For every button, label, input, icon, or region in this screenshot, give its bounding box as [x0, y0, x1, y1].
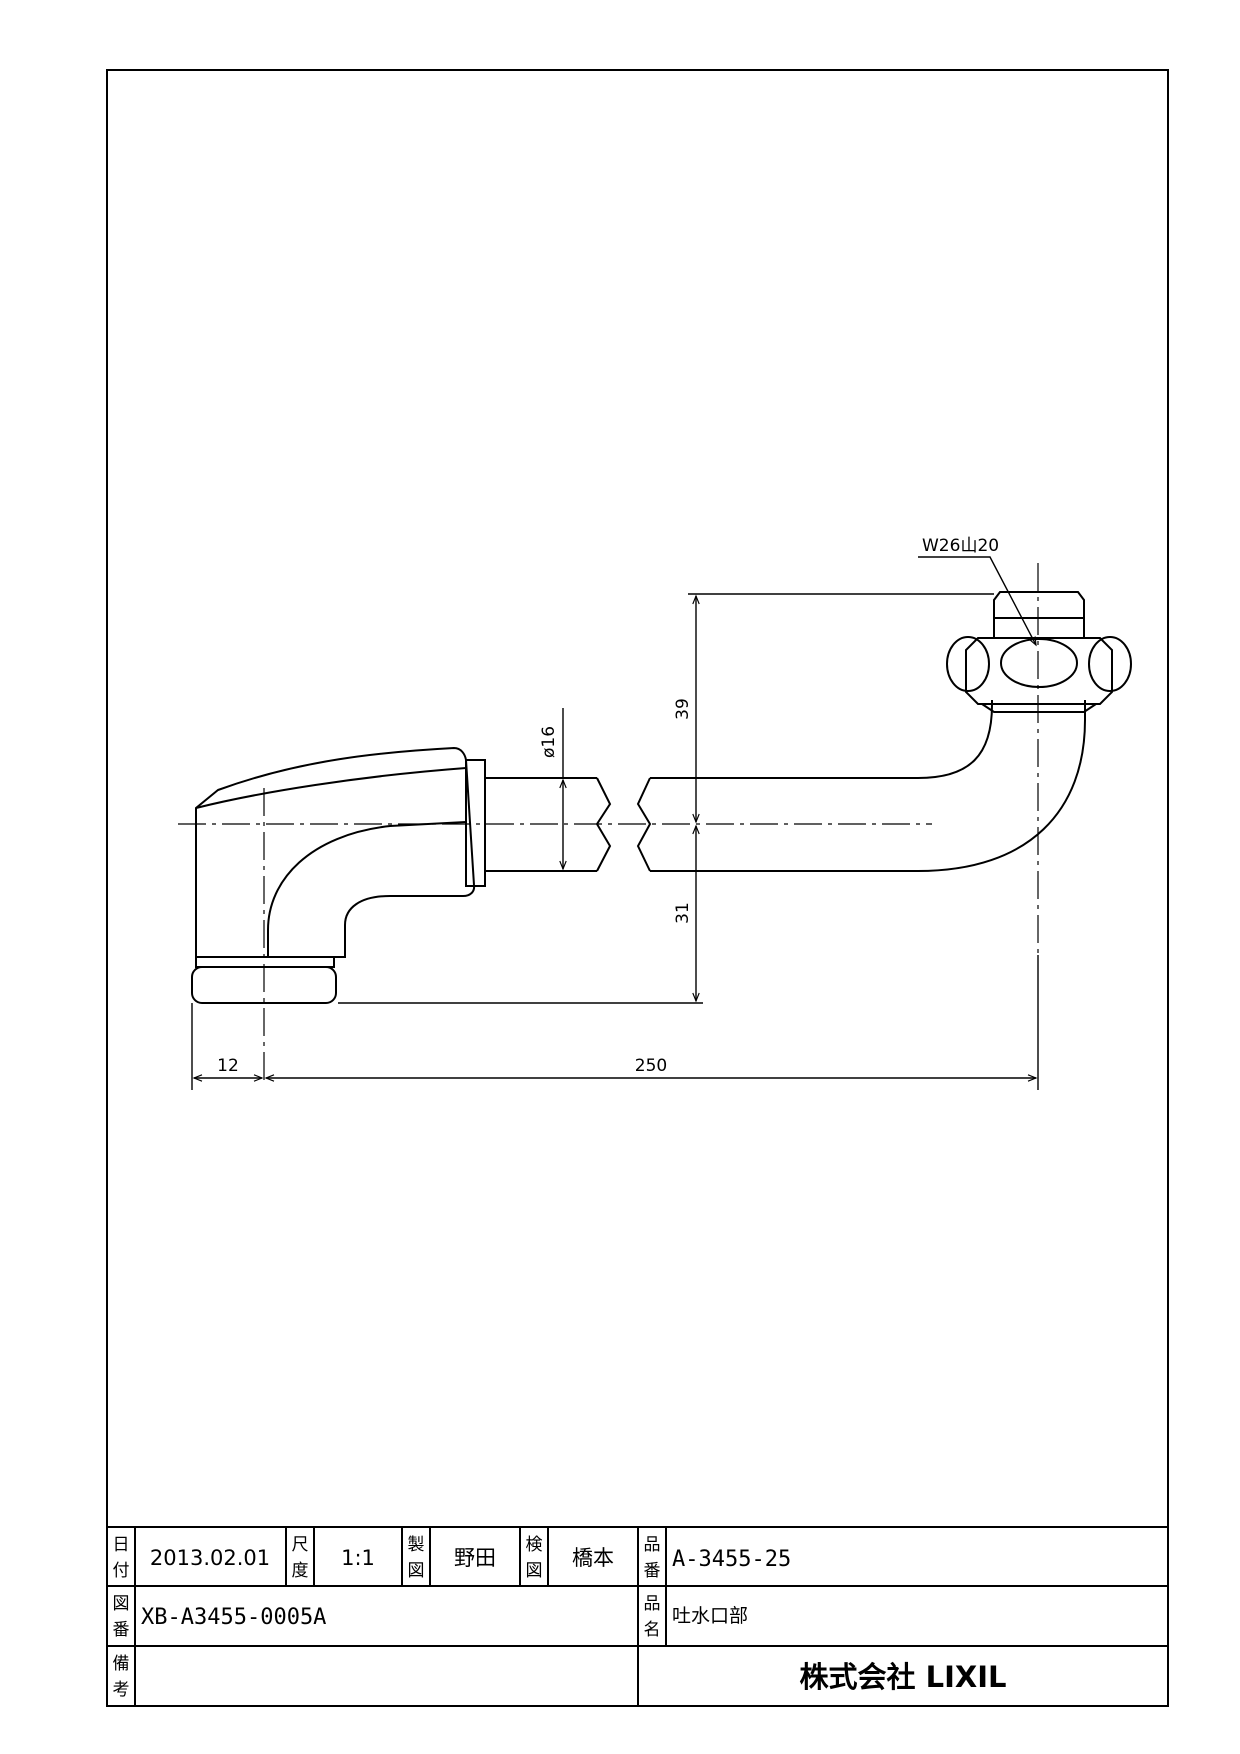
drawing-no-label-2: 番: [113, 1620, 130, 1640]
date-label-1: 日: [113, 1535, 130, 1555]
union-nut-lobe-left: [946, 636, 990, 692]
remarks-label-1: 備: [113, 1654, 130, 1674]
drawing-no-value: XB-A3455-0005A: [141, 1605, 326, 1630]
scale-value: 1:1: [341, 1546, 375, 1570]
scale-label-1: 尺: [292, 1535, 309, 1555]
company-name: 株式会社 LIXIL: [800, 1660, 1007, 1694]
pipe-elbow-outer: [917, 700, 1086, 872]
spout-head-collar: [465, 759, 486, 887]
part-no-label-2: 番: [644, 1561, 661, 1581]
title-block: [107, 1526, 1168, 1706]
dimension-lines: [191, 556, 1039, 1090]
thread-callout-label: W26山20: [922, 536, 999, 556]
thread-boss: [993, 591, 1085, 638]
part-no-label-1: 品: [644, 1535, 661, 1555]
sheet-border: [106, 69, 1169, 1707]
union-nut-lobe-right: [1088, 636, 1132, 692]
drawn-label-2: 図: [408, 1561, 425, 1581]
scale-label-2: 度: [292, 1561, 309, 1581]
centre-lines: [178, 563, 1039, 1085]
drawn-by-value: 野田: [454, 1546, 496, 1570]
aerator-ring: [195, 956, 335, 968]
lower-height-label: 31: [673, 902, 693, 924]
part-no-value: A-3455-25: [672, 1547, 791, 1572]
part-name-label-1: 品: [644, 1594, 661, 1614]
pipe-break-right: [636, 777, 652, 872]
upper-height-label: 39: [673, 698, 693, 720]
union-nut-lobe-center: [1000, 638, 1078, 688]
checked-label-1: 検: [526, 1535, 543, 1555]
union-flange: [981, 703, 1097, 713]
union-nut-body: [965, 637, 1113, 705]
left-offset-label: 12: [217, 1056, 239, 1076]
date-label-2: 付: [113, 1561, 130, 1581]
thread-callout-leader: [918, 556, 1037, 647]
checked-label-2: 図: [526, 1561, 543, 1581]
title-block-text: 日 付 2013.02.01 尺 度 1:1 製 図 野田 検 図 橋本 品 番…: [113, 1535, 1007, 1700]
spout-head-outline: [195, 746, 476, 958]
checked-by-value: 橋本: [572, 1546, 614, 1570]
pipe-elbow-inner: [917, 700, 993, 779]
overall-length-label: 250: [635, 1056, 667, 1076]
spout-head-top-curve: [195, 767, 467, 809]
remarks-label-2: 考: [113, 1680, 130, 1700]
spout-head-inner-curve: [267, 821, 467, 957]
date-value: 2013.02.01: [150, 1546, 270, 1570]
spout-drawing: [191, 591, 1132, 1004]
drawn-label-1: 製: [408, 1535, 425, 1555]
pipe-diameter-label: ø16: [539, 726, 559, 758]
drawing-no-label-1: 図: [113, 1594, 130, 1614]
part-name-value: 吐水口部: [672, 1605, 748, 1627]
part-name-label-2: 名: [644, 1620, 661, 1640]
